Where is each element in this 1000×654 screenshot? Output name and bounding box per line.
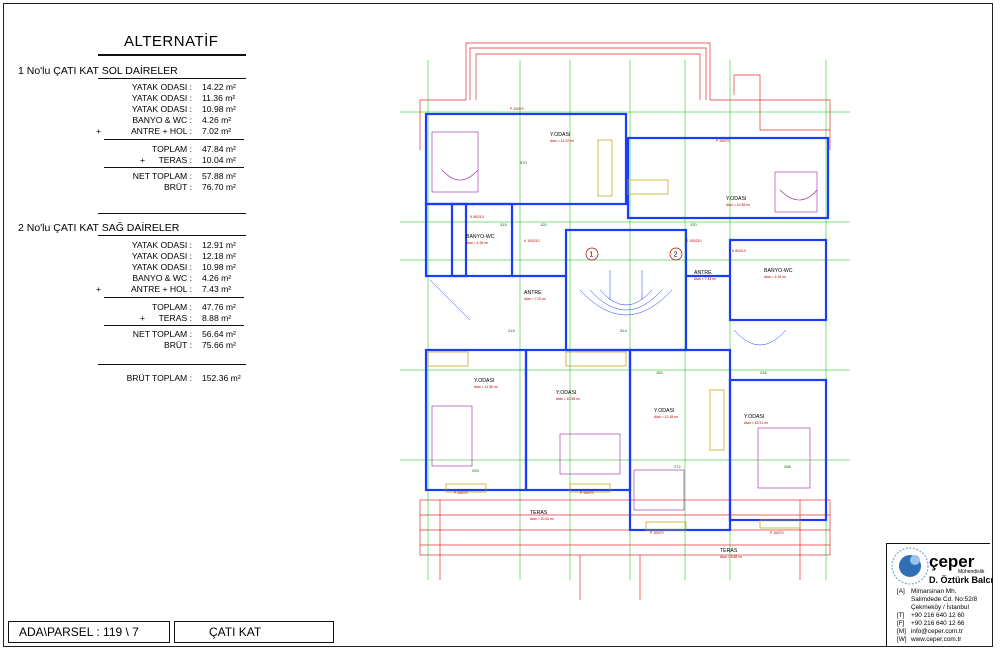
room-area: Alan = 8.88 m² bbox=[720, 555, 743, 559]
opening-label: K 100/210 bbox=[524, 239, 540, 243]
list-item: BANYO & WC :4.26 m² bbox=[132, 273, 232, 283]
room-name: ANTRE bbox=[694, 270, 712, 276]
opening-labels: P 100/70 P 150/70 K 80/210 K 100/210 K 1… bbox=[454, 107, 784, 535]
company-logo-icon bbox=[891, 547, 929, 585]
opening-label: P 100/70 bbox=[650, 531, 664, 535]
right-teras: +TERAS :8.88 m² bbox=[140, 313, 232, 323]
list-item: YATAK ODASI :12.91 m² bbox=[131, 240, 236, 250]
list-item: BANYO & WC :4.26 m² bbox=[132, 115, 232, 125]
dimension: 120 bbox=[690, 222, 697, 227]
opening-label: P 150/70 bbox=[716, 139, 730, 143]
dimension: 272 bbox=[674, 464, 681, 469]
drawing-frame bbox=[3, 3, 993, 647]
company-person: D. Öztürk Balcı bbox=[929, 575, 994, 585]
dimension: 216 bbox=[760, 370, 767, 375]
room-area: Alan = 12.18 m² bbox=[654, 415, 679, 419]
dimension: 293 bbox=[472, 468, 479, 473]
room-area: Alan = 4.26 m² bbox=[466, 241, 489, 245]
left-subtotal-rule bbox=[104, 139, 244, 140]
room-name: Y.ODASI bbox=[550, 132, 570, 138]
dimension: 120 bbox=[540, 222, 547, 227]
left-toplam: TOPLAM :47.84 m² bbox=[152, 144, 236, 154]
opening-label: P 150/70 bbox=[770, 531, 784, 535]
room-area: Alan = 7.02 m² bbox=[524, 297, 547, 301]
unit-marker-1 bbox=[585, 247, 599, 261]
walls bbox=[424, 112, 830, 532]
room-area: Alan = 10.04 m² bbox=[530, 517, 555, 521]
dimension: 570 bbox=[520, 160, 527, 165]
parcel-box: ADA\PARSEL : 119 \ 7 bbox=[8, 621, 170, 643]
room-name: Y.ODASI bbox=[556, 390, 576, 396]
list-item: +ANTRE + HOL :7.02 m² bbox=[96, 126, 232, 136]
room-name: ANTRE bbox=[524, 290, 542, 296]
company-tagline: Mühendislik bbox=[958, 569, 985, 575]
floor-plan: 1 2 Y.ODASI Alan = 14.22 m² Y.ODASI Alan… bbox=[400, 42, 850, 600]
room-area: Alan = 10.98 m² bbox=[556, 397, 581, 401]
sheet-title: ALTERNATİF bbox=[124, 33, 219, 50]
company-name: çeper bbox=[929, 552, 975, 571]
total-top-rule bbox=[98, 364, 246, 365]
staircase bbox=[429, 270, 787, 346]
dimension: 152 bbox=[656, 370, 663, 375]
right-unit-heading: 2 No'lu ÇATI KAT SAĞ DAİRELER bbox=[18, 222, 180, 234]
right-net-rule bbox=[104, 325, 244, 326]
roof-outline bbox=[419, 42, 831, 600]
room-name: Y.ODASI bbox=[654, 408, 674, 414]
left-unit-rule bbox=[98, 78, 246, 79]
left-net-toplam: NET TOPLAM :57.88 m² bbox=[132, 171, 236, 181]
room-area: Alan = 4.26 m² bbox=[764, 275, 787, 279]
dimension: 314 bbox=[620, 328, 627, 333]
list-item: +ANTRE + HOL :7.43 m² bbox=[96, 284, 232, 294]
right-net-toplam: NET TOPLAM :56.64 m² bbox=[132, 329, 236, 339]
unit-number: 2 bbox=[674, 252, 678, 259]
brut-toplam: BRÜT TOPLAM :152.36 m² bbox=[126, 373, 241, 383]
opening-label: P 100/70 bbox=[510, 107, 524, 111]
opening-label: P 150/70 bbox=[454, 491, 468, 495]
opening-label: K 80/210 bbox=[732, 249, 746, 253]
room-name: TERAS bbox=[720, 548, 738, 554]
title-underline bbox=[98, 54, 246, 56]
left-brut: BRÜT :76.70 m² bbox=[163, 182, 236, 192]
room-name: Y.ODASI bbox=[726, 196, 746, 202]
dimension: 315 bbox=[500, 222, 507, 227]
room-area: Alan = 11.36 m² bbox=[474, 385, 499, 389]
right-brut: BRÜT :75.66 m² bbox=[163, 340, 236, 350]
floor-box: ÇATI KAT bbox=[174, 621, 334, 643]
left-teras: +TERAS :10.04 m² bbox=[140, 155, 236, 165]
unit-marker-2 bbox=[669, 247, 683, 261]
opening-label: K 100/210 bbox=[686, 239, 702, 243]
opening-label: K 80/210 bbox=[470, 215, 484, 219]
room-name: BANYO-WC bbox=[466, 234, 495, 240]
left-unit-heading: 1 No'lu ÇATI KAT SOL DAİRELER bbox=[18, 65, 178, 77]
room-name: TERAS bbox=[530, 510, 548, 516]
right-unit-rule bbox=[98, 235, 246, 236]
dimension: 215 bbox=[508, 328, 515, 333]
title-block bbox=[886, 543, 990, 646]
fixtures bbox=[427, 139, 801, 531]
room-area: Alan = 12.91 m² bbox=[744, 421, 769, 425]
list-item: YATAK ODASI :10.98 m² bbox=[131, 104, 236, 114]
list-item: YATAK ODASI :12.18 m² bbox=[131, 251, 236, 261]
unit-number: 1 bbox=[590, 252, 594, 259]
dimension: 268 bbox=[784, 464, 791, 469]
room-name: Y.ODASI bbox=[474, 378, 494, 384]
right-subtotal-rule bbox=[104, 297, 244, 298]
list-item: YATAK ODASI :11.36 m² bbox=[131, 93, 236, 103]
right-toplam: TOPLAM :47.76 m² bbox=[152, 302, 236, 312]
room-name: Y.ODASI bbox=[744, 414, 764, 420]
room-area: Alan = 7.43 m² bbox=[694, 277, 717, 281]
furniture bbox=[431, 131, 818, 511]
list-item: YATAK ODASI :14.22 m² bbox=[131, 82, 236, 92]
dimension-labels: 570 315 120 120 215 314 216 293 272 268 … bbox=[472, 160, 791, 473]
right-unit-top-rule bbox=[98, 213, 246, 214]
left-net-rule bbox=[104, 167, 244, 168]
list-item: YATAK ODASI :10.98 m² bbox=[131, 262, 236, 272]
room-area: Alan = 14.22 m² bbox=[550, 139, 575, 143]
room-area: Alan = 10.98 m² bbox=[726, 203, 751, 207]
room-name: BANYO-WC bbox=[764, 268, 793, 274]
opening-label: P 150/70 bbox=[580, 491, 594, 495]
unit-markers: 1 2 bbox=[585, 247, 683, 261]
room-labels: Y.ODASI Alan = 14.22 m² Y.ODASI Alan = 1… bbox=[466, 132, 793, 559]
